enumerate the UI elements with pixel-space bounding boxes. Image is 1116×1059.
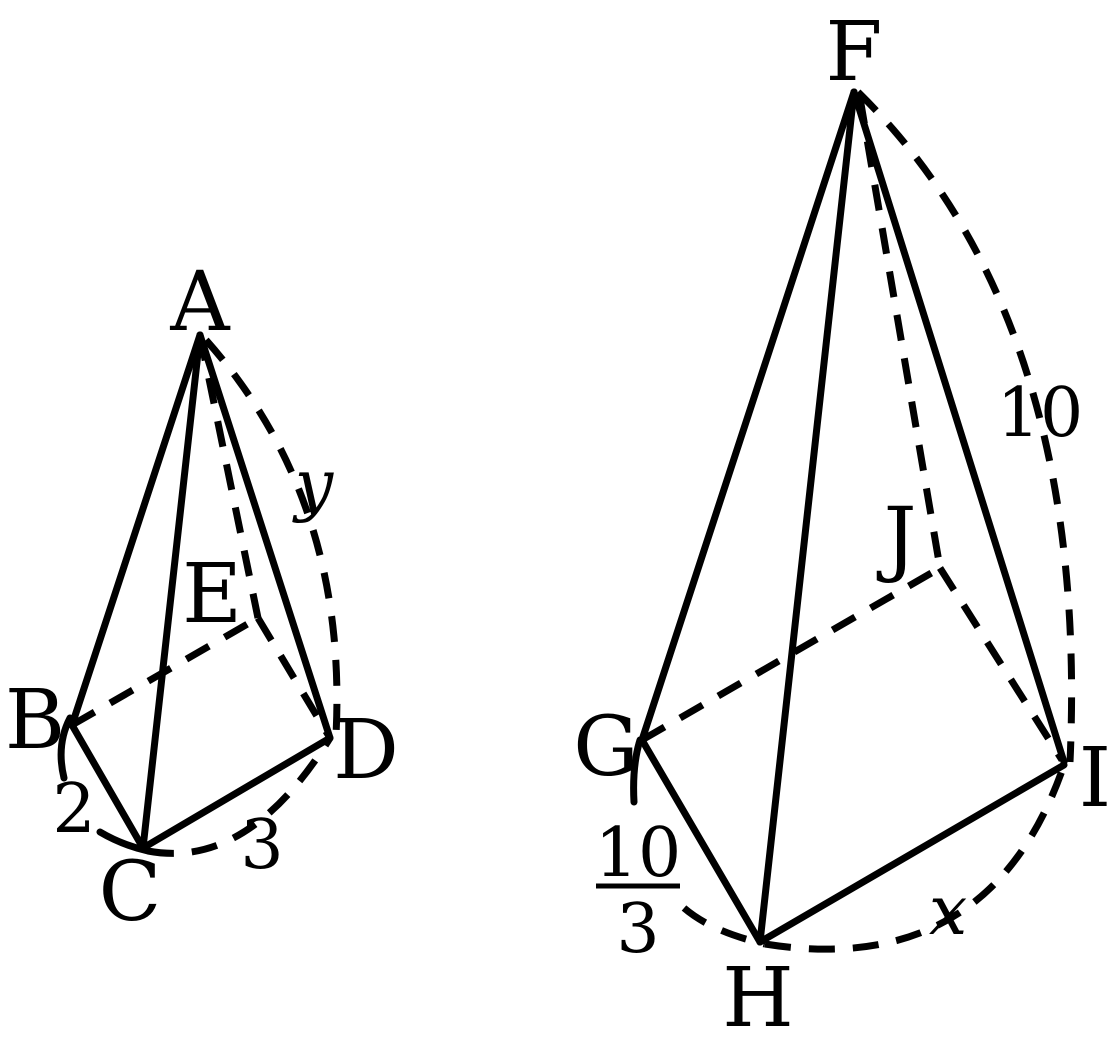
edge-cd	[139, 734, 334, 852]
arc-ad	[203, 337, 341, 736]
vertex-label-i: I	[1079, 731, 1111, 826]
edge-ji-hidden	[937, 566, 1065, 762]
vertex-label-g: G	[573, 700, 639, 795]
edge-hi	[756, 761, 1068, 946]
arc-gh-bottom	[681, 905, 766, 948]
edge-ed-hidden	[254, 616, 334, 740]
measure-hi: x	[929, 872, 967, 951]
vertex-label-e: E	[182, 547, 242, 642]
measure-cd: 3	[240, 806, 283, 885]
vertex-label-h: H	[722, 951, 794, 1046]
measure-gh-denominator: 3	[616, 890, 659, 969]
arc-cd	[147, 736, 333, 857]
measure-fi: 10	[997, 374, 1084, 453]
measure-bc: 2	[52, 770, 95, 849]
measure-ad: y	[292, 446, 335, 525]
left-pyramid: A B C D E 2 3 y	[5, 255, 399, 940]
edge-ad	[196, 331, 334, 742]
vertex-label-c: C	[99, 845, 162, 940]
arc-bc-bottom	[96, 828, 152, 855]
arc-fi	[855, 89, 1076, 763]
edge-gh	[638, 736, 764, 946]
edge-be-hidden	[70, 614, 260, 729]
edge-ab	[68, 331, 204, 729]
vertex-label-f: F	[826, 5, 883, 100]
edge-fh	[756, 88, 858, 946]
edge-fg	[638, 88, 858, 744]
edge-ac	[139, 331, 204, 852]
vertex-label-d: D	[333, 703, 399, 798]
edge-ae-hidden	[196, 334, 262, 619]
measure-gh-fraction: 10 3	[595, 814, 682, 969]
arc-hi	[764, 763, 1068, 953]
arc-gh-top	[630, 736, 644, 806]
right-pyramid: F G H I J 10 3 x 10	[573, 5, 1111, 1046]
edge-fi	[850, 88, 1068, 766]
arc-bc-top	[57, 714, 74, 782]
vertex-label-b: B	[5, 673, 65, 768]
vertex-label-a: A	[169, 255, 231, 350]
measure-gh-numerator: 10	[595, 814, 682, 893]
edge-gj-hidden	[640, 564, 942, 744]
edge-fj-hidden	[856, 97, 944, 569]
edge-bc	[68, 721, 147, 852]
vertex-label-j: J	[877, 491, 917, 586]
